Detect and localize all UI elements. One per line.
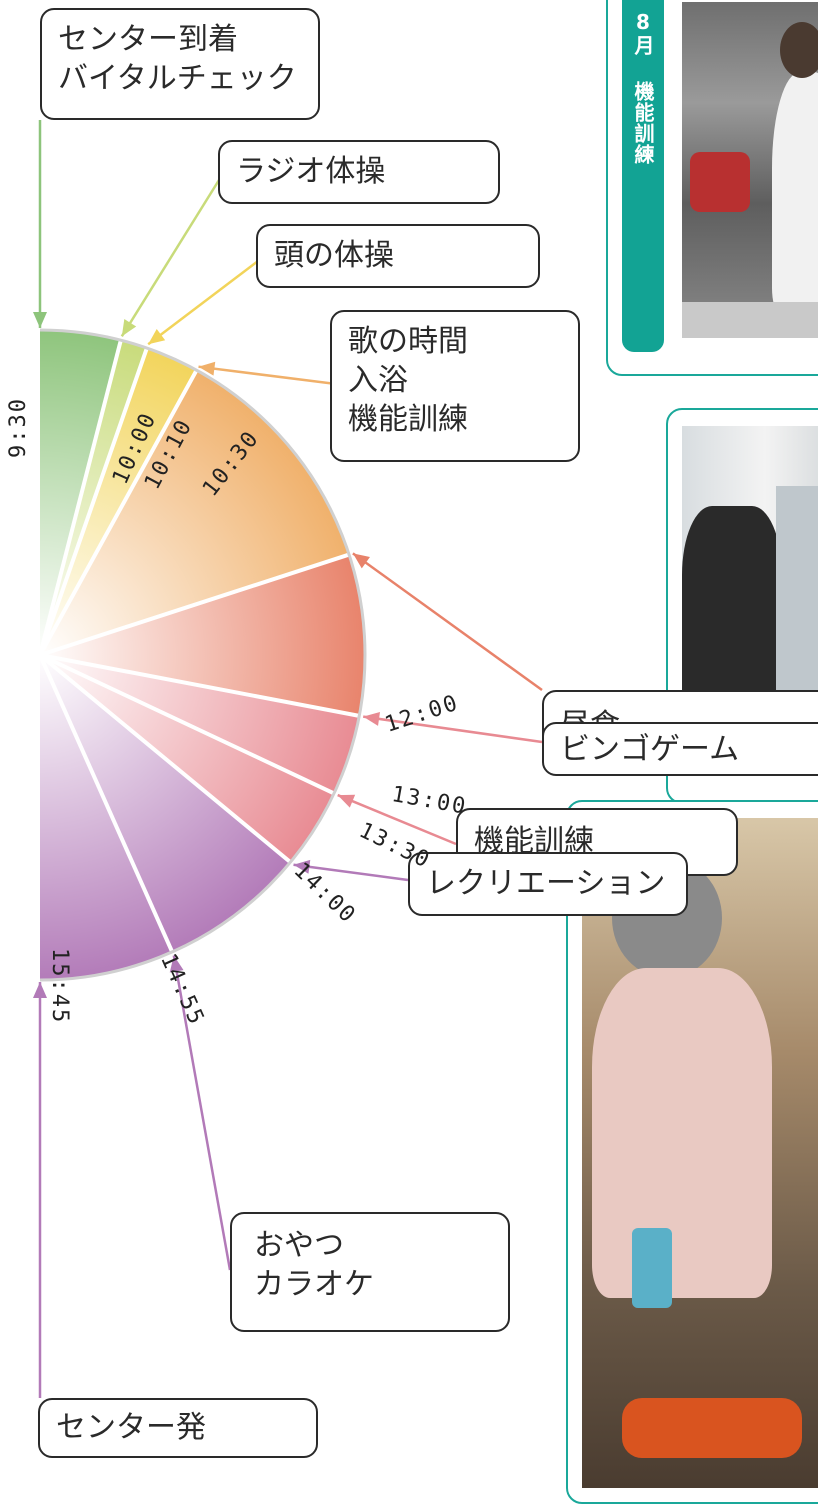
callout-arrow	[33, 120, 47, 328]
callout-arrow	[169, 955, 232, 1271]
wheel-divider	[38, 654, 175, 953]
callout-arrow	[33, 982, 47, 1398]
schedule-box-recreation: レクリエーション	[408, 852, 688, 916]
wheel-center-fade	[40, 330, 365, 980]
photo-frame-bottom	[566, 800, 818, 1504]
schedule-box-snack-karaoke: おやつ カラオケ	[230, 1212, 510, 1332]
callout-arrow	[120, 171, 226, 337]
callout-arrows	[33, 120, 543, 1398]
callout-arrow	[362, 711, 543, 744]
schedule-box-arrival: センター到着 バイタルチェック	[40, 8, 320, 120]
wheel-divider	[38, 339, 123, 656]
schedule-box-brain-exercise: 頭の体操	[256, 224, 540, 288]
photo-tag-top: 8月 機能訓練	[622, 0, 664, 352]
photo-bottom	[582, 818, 818, 1488]
wheel-divider	[39, 653, 335, 796]
callout-arrow	[293, 859, 409, 882]
wheel-divider	[38, 653, 292, 864]
wheel-rim	[39, 328, 367, 982]
wheel-divider	[39, 653, 360, 718]
callout-arrow	[198, 361, 337, 386]
schedule-box-radio-exercise: ラジオ体操	[218, 140, 500, 204]
callout-arrow	[337, 793, 457, 846]
callout-arrow	[147, 257, 263, 346]
wheel-divider	[39, 552, 350, 657]
schedule-box-song-bath-training: 歌の時間 入浴 機能訓練	[330, 310, 580, 462]
photo-middle	[682, 426, 818, 734]
schedule-wheel	[33, 120, 543, 1398]
wheel-dividers	[38, 339, 360, 953]
time-label-0930: 9:30	[6, 397, 31, 458]
time-label-1545: 15:45	[47, 948, 72, 1025]
callout-arrow	[352, 552, 543, 692]
wheel-divider	[38, 369, 199, 656]
wheel-divider	[38, 347, 149, 656]
schedule-box-departure: センター発	[38, 1398, 318, 1458]
photo-top	[682, 2, 818, 338]
schedule-box-bingo-game: ビンゴゲーム	[542, 722, 818, 776]
